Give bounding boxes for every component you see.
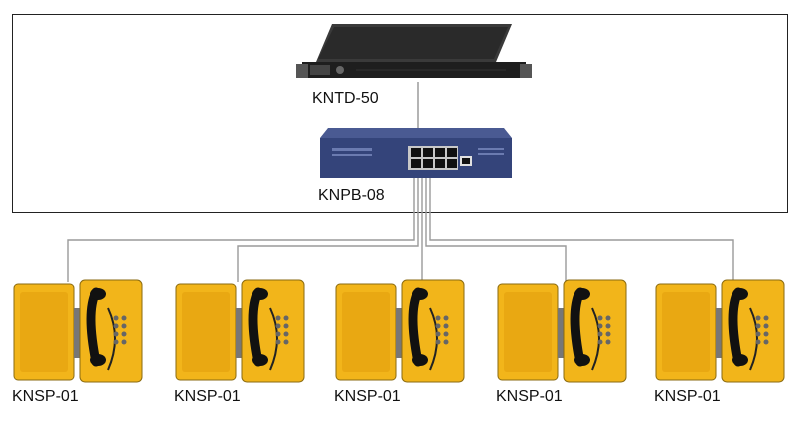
server-device (296, 24, 532, 78)
phone-device-3 (335, 279, 465, 383)
phone-device-2 (175, 279, 305, 383)
switch-device (320, 128, 512, 178)
wire-phone-1 (67, 178, 415, 282)
phone-label-2: KNSP-01 (174, 388, 241, 405)
wire-phone-5 (429, 178, 734, 282)
phone-label-5: KNSP-01 (654, 388, 721, 405)
phone-label-1: KNSP-01 (12, 388, 79, 405)
wire-phone-2 (237, 178, 419, 282)
phone-device-5 (655, 279, 785, 383)
switch-label: KNPB-08 (318, 187, 385, 204)
phone-label-4: KNSP-01 (496, 388, 563, 405)
phone-device-1 (13, 279, 143, 383)
phone-label-3: KNSP-01 (334, 388, 401, 405)
phone-device-4 (497, 279, 627, 383)
wire-phone-4 (425, 178, 567, 282)
server-label: KNTD-50 (312, 90, 379, 107)
equipment-room-frame (12, 14, 788, 213)
